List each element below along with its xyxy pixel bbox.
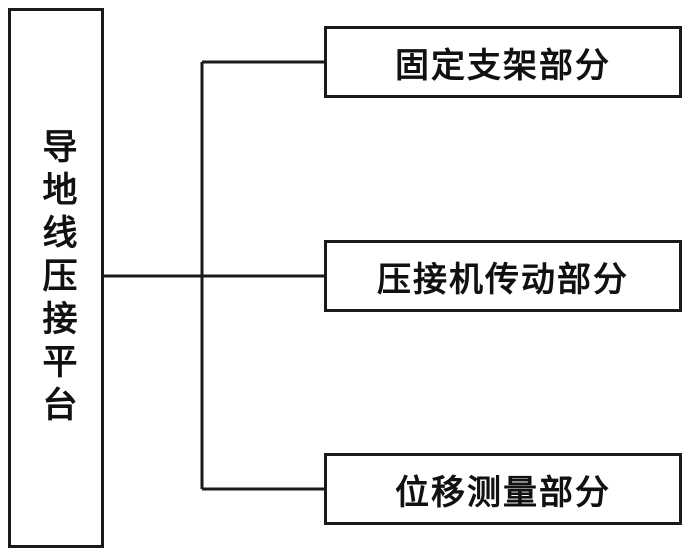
- root-node-box: 导地线压接平台: [8, 8, 104, 548]
- child-node-3-box: 位移测量部分: [324, 453, 682, 525]
- child-node-2-label: 压接机传动部分: [377, 259, 629, 300]
- child-node-2-box: 压接机传动部分: [324, 240, 682, 312]
- child-node-3-label: 位移测量部分: [395, 472, 611, 513]
- root-node-label: 导地线压接平台: [36, 127, 77, 429]
- child-node-1-label: 固定支架部分: [395, 45, 611, 86]
- child-node-1-box: 固定支架部分: [324, 26, 682, 98]
